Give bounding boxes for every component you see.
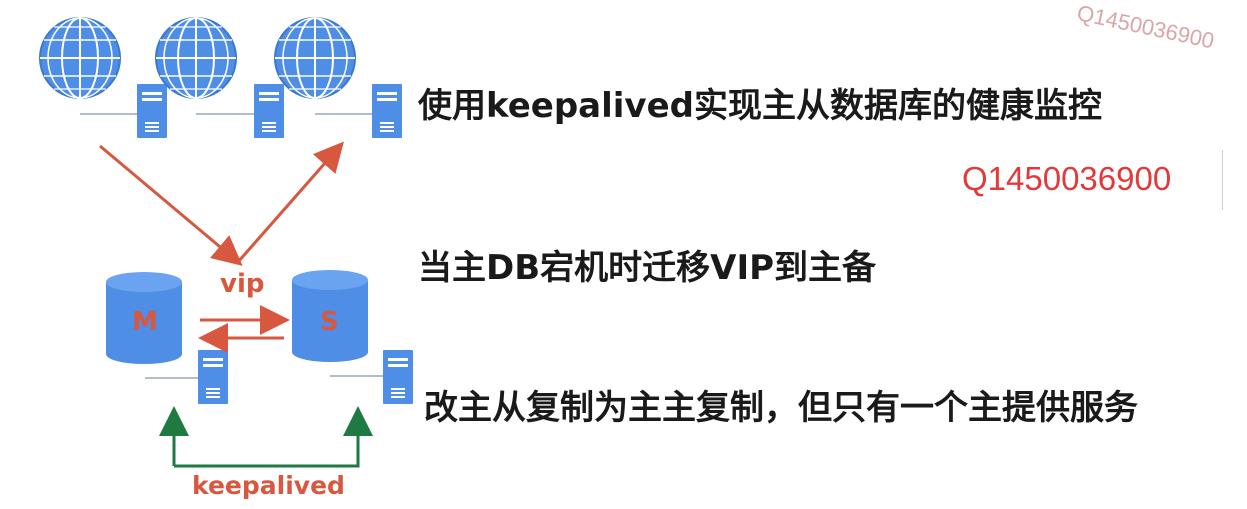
divider [1222, 150, 1223, 210]
master-label: M [132, 307, 158, 337]
slave-label: S [320, 307, 339, 337]
globe-icon [155, 17, 237, 99]
arrow-clients-to-vip [99, 144, 243, 266]
server-icon [254, 84, 284, 138]
arrow-vip-to-standby [236, 141, 344, 263]
heading-master-master-replication: 改主从复制为主主复制，但只有一个主提供服务 [424, 388, 1138, 428]
client-node-1 [39, 17, 167, 138]
client-node-3 [274, 17, 402, 138]
contact-id: Q1450036900 [962, 160, 1172, 197]
server-icon [372, 84, 402, 138]
slave-db: S [292, 270, 368, 362]
server-icon [137, 84, 167, 138]
globe-icon [274, 17, 356, 99]
client-node-2 [155, 17, 284, 138]
globe-icon [39, 17, 121, 99]
keepalived-label: keepalived [192, 471, 345, 500]
server-icon [198, 350, 228, 404]
vip-label: vip [220, 269, 264, 299]
keepalived-link [159, 406, 373, 468]
heading-vip-failover: 当主DB宕机时迁移VIP到主备 [418, 248, 877, 288]
heading-health-monitoring: 使用keepalived实现主从数据库的健康监控 [418, 86, 1102, 126]
master-db: M [106, 272, 182, 364]
server-icon [383, 350, 413, 404]
